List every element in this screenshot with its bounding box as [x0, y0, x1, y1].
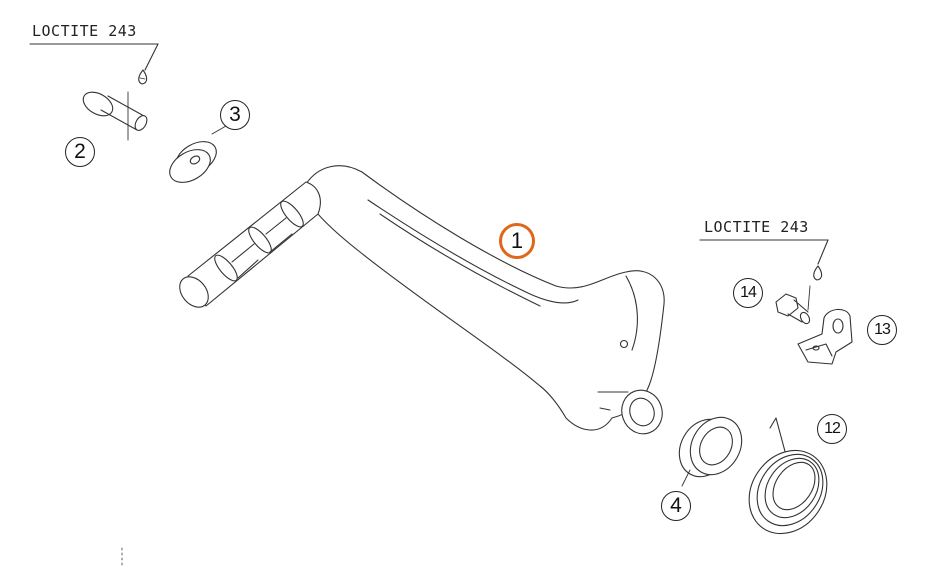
- adhesive-drop-icon-right: [813, 265, 823, 281]
- kickstart-lever-part-1: [179, 165, 665, 435]
- callout-2: 2: [65, 137, 95, 167]
- pin-part-2: [82, 91, 148, 141]
- spring-part-12: [748, 417, 828, 535]
- callout-12: 12: [817, 414, 847, 444]
- callout-13: 13: [867, 315, 897, 345]
- callout-14: 14: [733, 278, 763, 308]
- callout-3: 3: [220, 100, 250, 130]
- bolt-part-14: [775, 285, 811, 325]
- loctite-left-leader: [144, 43, 159, 71]
- washer-part-3: [169, 125, 227, 183]
- adhesive-drop-icon-left: [138, 69, 148, 85]
- seal-ring-part-4: [678, 416, 743, 487]
- loctite-label-right: LOCTITE 243: [704, 218, 809, 236]
- callout-1-highlighted: 1: [499, 223, 535, 259]
- loctite-right-leader: [817, 239, 829, 265]
- loctite-label-left: LOCTITE 243: [32, 22, 137, 40]
- callout-4: 4: [661, 491, 691, 521]
- bracket-part-13: [797, 308, 853, 365]
